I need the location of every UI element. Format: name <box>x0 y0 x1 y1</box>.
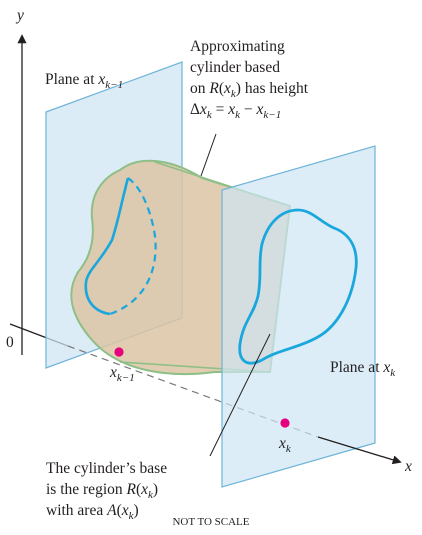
region-curve-back-hidden <box>109 177 157 316</box>
base-line-1: The cylinder’s base <box>46 460 168 477</box>
leader-approx <box>200 133 217 177</box>
base-line-3: with area A(xk) <box>46 502 139 522</box>
base-annotation: The cylinder’s base is the region R(xk) … <box>46 458 168 522</box>
x-axis-front <box>317 436 402 465</box>
plane-k-minus-1-label: Plane at xk−1 <box>45 71 124 91</box>
approx-line-3: on R(xk) has height <box>190 80 309 100</box>
base-line-2: is the region R(xk) <box>46 481 159 501</box>
y-axis-label: y <box>17 7 24 24</box>
point-x-k-minus-1 <box>114 347 124 357</box>
point-x-k <box>280 418 290 428</box>
scale-note: NOT TO SCALE <box>172 516 250 528</box>
origin-label: 0 <box>6 334 14 351</box>
tick-label-x-k-minus-1: xk−1 <box>110 364 135 384</box>
approx-line-4: Δxk = xk − xk−1 <box>190 101 282 121</box>
approx-line-2: cylinder based <box>190 59 280 76</box>
x-axis-label: x <box>405 458 412 475</box>
approx-annotation: Approximating cylinder based on R(xk) ha… <box>190 36 309 121</box>
region-curve-front <box>238 208 358 365</box>
leader-base <box>209 333 271 457</box>
plane-k <box>221 145 376 488</box>
tick-label-x-k: xk <box>279 435 291 455</box>
plane-k-label: Plane at xk <box>330 359 396 379</box>
region-curve-back <box>84 177 130 316</box>
approx-line-1: Approximating <box>190 38 285 55</box>
